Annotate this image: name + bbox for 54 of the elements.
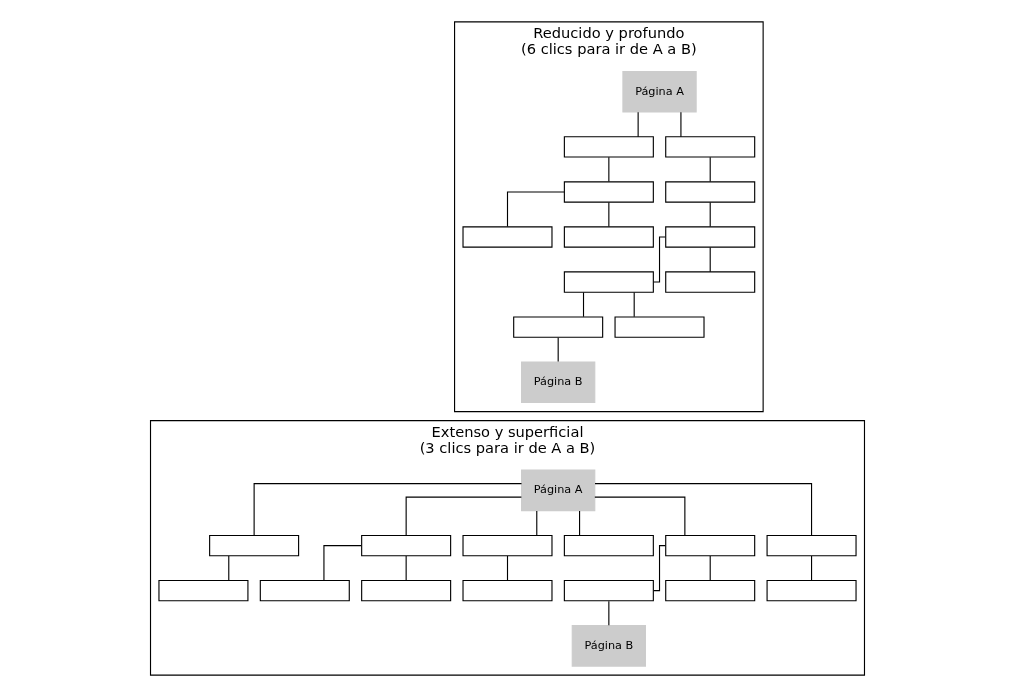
- connector: [653, 545, 666, 592]
- node-box: [462, 534, 553, 557]
- connector: [594, 496, 686, 536]
- connector: [253, 483, 523, 536]
- node-box: [563, 181, 654, 203]
- connector: [594, 483, 813, 536]
- connector: [709, 156, 711, 183]
- node-box: [766, 579, 857, 602]
- connector: [709, 201, 711, 228]
- connector: [608, 201, 610, 228]
- connector: [323, 545, 362, 581]
- connector: [633, 291, 635, 318]
- node-box: [209, 534, 300, 557]
- connector: [506, 555, 509, 581]
- node-box: [158, 579, 249, 602]
- node-box: [665, 579, 756, 602]
- node-box: [259, 579, 350, 602]
- connector: [709, 555, 711, 581]
- node-box: [462, 579, 553, 602]
- node-box: [665, 226, 756, 248]
- node-box: [665, 136, 756, 158]
- connector: [811, 555, 813, 581]
- node-box: [665, 534, 756, 557]
- node-box: [563, 534, 654, 557]
- node-box: [513, 316, 604, 338]
- connector: [405, 555, 407, 581]
- node-box: Página A: [521, 469, 596, 512]
- node-box: Página B: [571, 624, 646, 667]
- connector: [536, 510, 538, 536]
- connector: [405, 496, 522, 536]
- connector: [637, 111, 639, 138]
- node-box: [614, 316, 705, 338]
- node-box: [766, 534, 857, 557]
- node-box: [563, 579, 654, 602]
- connector: [653, 236, 666, 283]
- node-box: [361, 579, 452, 602]
- connector: [709, 246, 711, 273]
- connector: [506, 191, 565, 228]
- node-box: [665, 181, 756, 203]
- node-box: [665, 271, 756, 293]
- connector: [228, 555, 230, 581]
- node-box: [563, 226, 654, 248]
- connector: [608, 156, 610, 183]
- node-box: Página B: [521, 361, 596, 404]
- connector: [579, 510, 581, 536]
- connector: [680, 111, 682, 138]
- node-box: [563, 271, 654, 293]
- connector: [608, 600, 610, 626]
- node-box: [361, 534, 452, 557]
- node-box: [563, 136, 654, 158]
- connector: [557, 337, 559, 363]
- node-box: [462, 226, 553, 248]
- connector: [582, 291, 585, 318]
- node-box: Página A: [622, 70, 697, 113]
